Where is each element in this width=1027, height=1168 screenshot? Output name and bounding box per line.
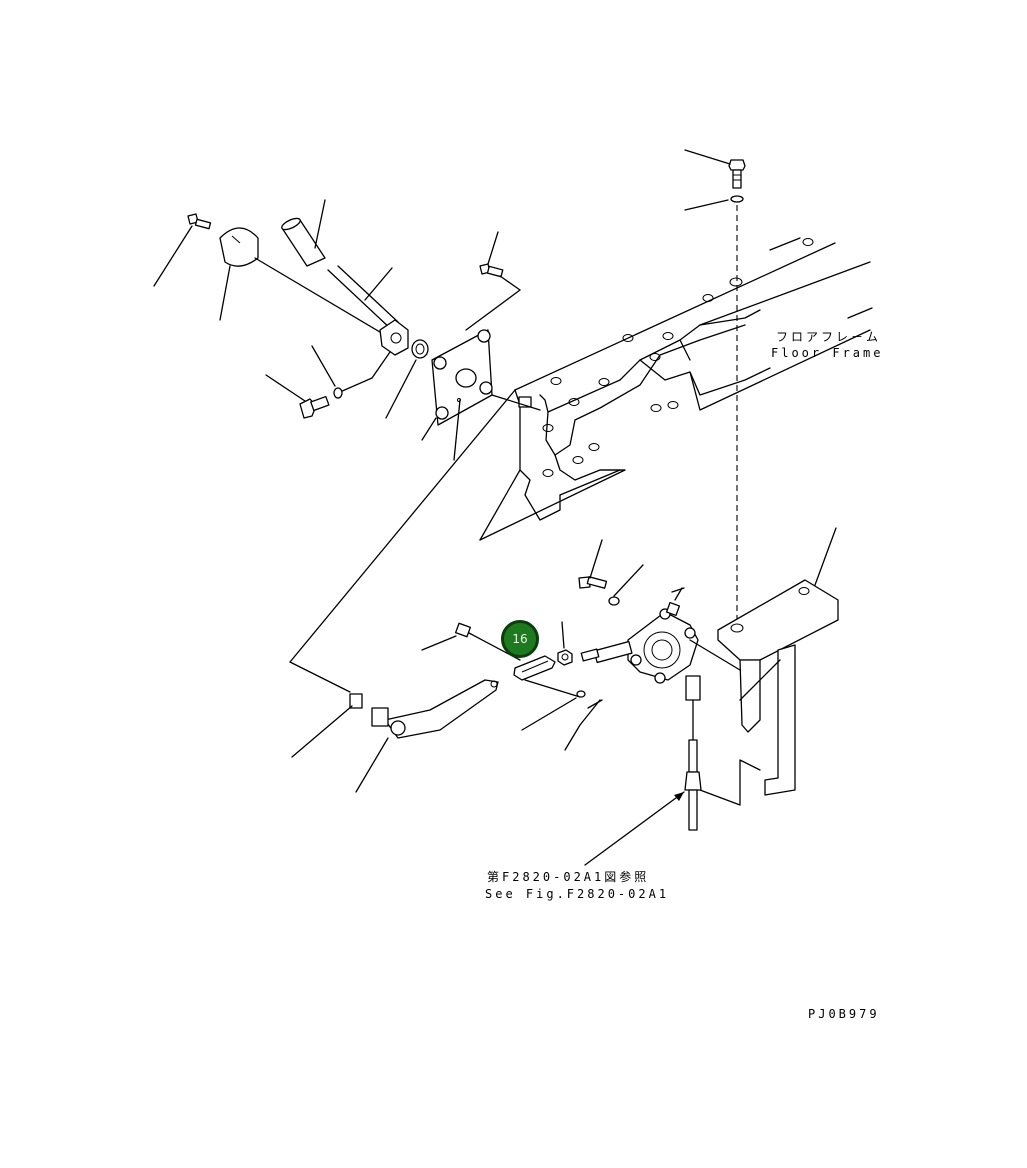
lower-lever bbox=[291, 679, 499, 793]
see-fig-label-en: See Fig.F2820-02A1 bbox=[485, 887, 670, 901]
floor-frame-leader bbox=[847, 307, 873, 319]
floor-frame bbox=[289, 237, 871, 693]
right-bracket bbox=[699, 527, 839, 806]
floor-frame-label-en: Floor Frame bbox=[771, 346, 884, 360]
upper-lever bbox=[153, 199, 429, 419]
top-bolt bbox=[684, 149, 746, 211]
link-parts bbox=[421, 621, 603, 751]
control-valve bbox=[578, 539, 741, 684]
floor-frame-label-jp: フロアフレ－ム bbox=[776, 330, 882, 344]
mounting-plate bbox=[421, 231, 541, 461]
drawing-code: PJ0B979 bbox=[808, 1007, 880, 1021]
part-callout-number: 16 bbox=[512, 632, 528, 646]
see-fig-label-jp: 第F2820-02A1図参照 bbox=[487, 870, 650, 884]
control-cable bbox=[584, 675, 702, 866]
part-callout-badge[interactable]: 16 bbox=[501, 620, 539, 658]
